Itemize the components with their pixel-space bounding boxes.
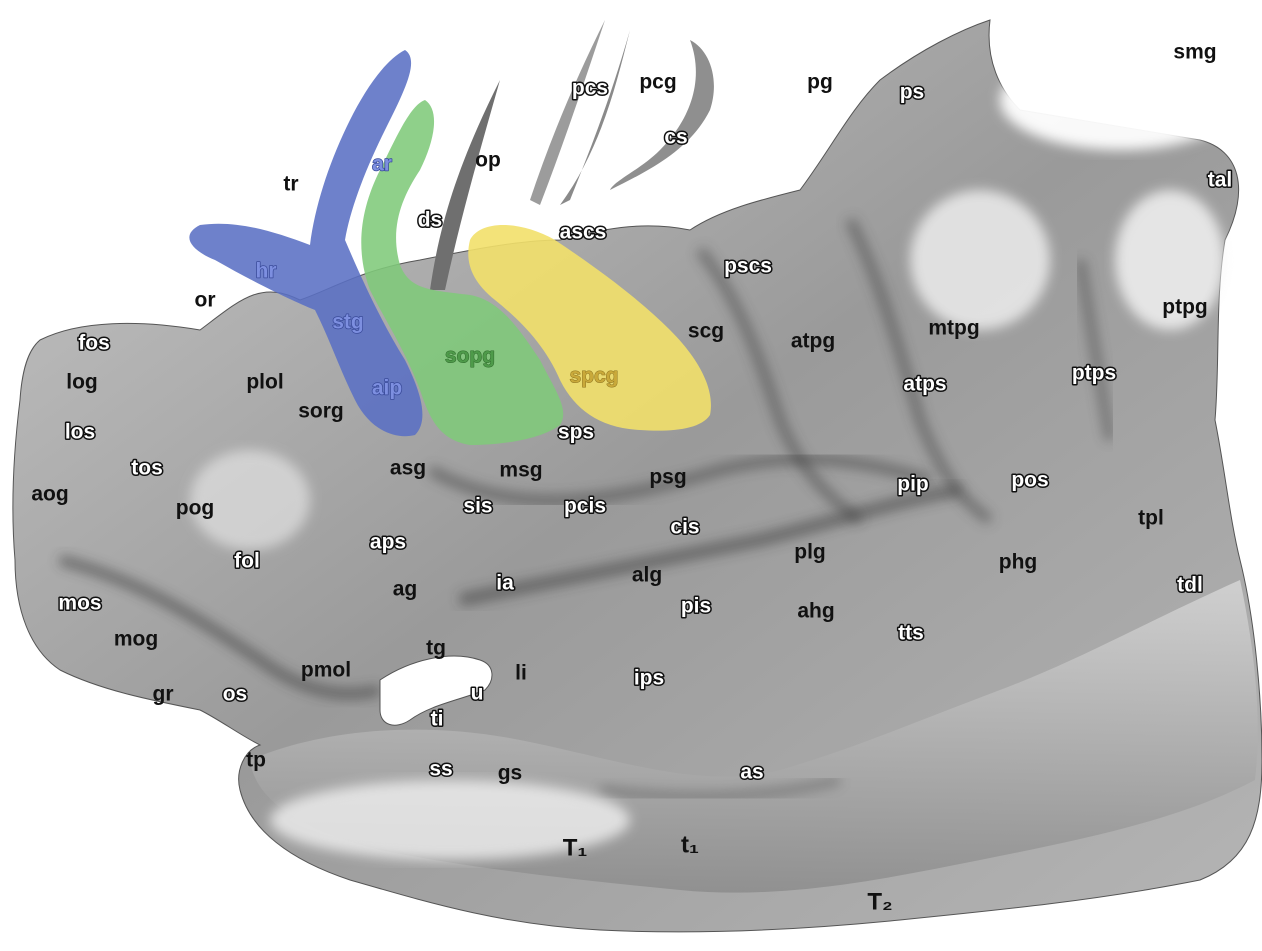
label-sis: sis xyxy=(463,495,492,518)
label-atpg: atpg xyxy=(791,330,835,353)
label-hr: hr xyxy=(256,260,277,283)
label-stg: stg xyxy=(332,311,364,334)
label-log: log xyxy=(66,371,98,394)
label-sps: sps xyxy=(558,421,594,444)
label-psg: psg xyxy=(649,466,686,489)
label-ptpg: ptpg xyxy=(1162,296,1207,319)
label-ia: ia xyxy=(496,572,514,595)
label-mtpg: mtpg xyxy=(928,317,979,340)
label-u: u xyxy=(471,682,484,705)
label-tg: tg xyxy=(426,637,446,660)
label-ps: ps xyxy=(900,81,925,104)
label-cs: cs xyxy=(664,126,687,149)
label-mog: mog xyxy=(114,628,158,651)
label-ascs: ascs xyxy=(560,221,607,244)
label-as: as xyxy=(740,761,763,784)
label-ds: ds xyxy=(418,209,443,232)
label-tal: tal xyxy=(1208,169,1233,192)
label-aip: aip xyxy=(372,377,402,400)
label-pos: pos xyxy=(1011,469,1048,492)
label-fos: fos xyxy=(78,332,110,355)
label-tpl: tpl xyxy=(1138,507,1164,530)
label-tts: tts xyxy=(898,622,924,645)
label-asg: asg xyxy=(390,457,426,480)
label-ar: ar xyxy=(372,153,392,176)
label-los: los xyxy=(65,421,95,444)
label-pmol: pmol xyxy=(301,659,351,682)
label-tp: tp xyxy=(246,749,266,772)
label-aps: aps xyxy=(370,531,406,554)
label-gs: gs xyxy=(498,762,523,785)
label-smg: smg xyxy=(1173,41,1216,64)
label-ptps: ptps xyxy=(1072,362,1116,385)
label-atps: atps xyxy=(903,373,946,396)
label-alg: alg xyxy=(632,564,662,587)
label-tdl: tdl xyxy=(1177,574,1203,597)
label-spcg: spcg xyxy=(569,365,618,388)
label-or: or xyxy=(195,289,216,312)
label-plg: plg xyxy=(794,541,826,564)
label-sorg: sorg xyxy=(298,400,344,423)
label-t1: t₁ xyxy=(681,832,699,859)
label-tos: tos xyxy=(131,457,163,480)
label-sopg: sopg xyxy=(445,345,495,368)
label-pg: pg xyxy=(807,71,833,94)
label-ahg: ahg xyxy=(797,600,834,623)
label-fol: fol xyxy=(234,550,260,573)
label-phg: phg xyxy=(999,551,1037,574)
label-ss: ss xyxy=(429,758,452,781)
label-mos: mos xyxy=(58,592,101,615)
label-msg: msg xyxy=(499,459,542,482)
label-cis: cis xyxy=(670,516,699,539)
label-pcs: pcs xyxy=(572,77,608,100)
label-op: op xyxy=(475,149,501,172)
label-tr: tr xyxy=(283,173,298,196)
label-ips: ips xyxy=(634,667,664,690)
label-pcg: pcg xyxy=(639,71,676,94)
label-pog: pog xyxy=(176,497,214,520)
label-plol: plol xyxy=(246,371,283,394)
label-aog: aog xyxy=(31,483,68,506)
label-T1: T₁ xyxy=(563,835,588,862)
label-pis: pis xyxy=(681,595,711,618)
label-pscs: pscs xyxy=(724,255,772,278)
label-T2: T₂ xyxy=(867,889,892,916)
label-pcis: pcis xyxy=(564,495,606,518)
label-li: li xyxy=(515,662,527,685)
label-pip: pip xyxy=(897,473,929,496)
label-ag: ag xyxy=(393,578,418,601)
label-ti: ti xyxy=(431,708,444,731)
label-os: os xyxy=(223,683,248,706)
label-scg: scg xyxy=(688,320,724,343)
label-gr: gr xyxy=(153,683,174,706)
